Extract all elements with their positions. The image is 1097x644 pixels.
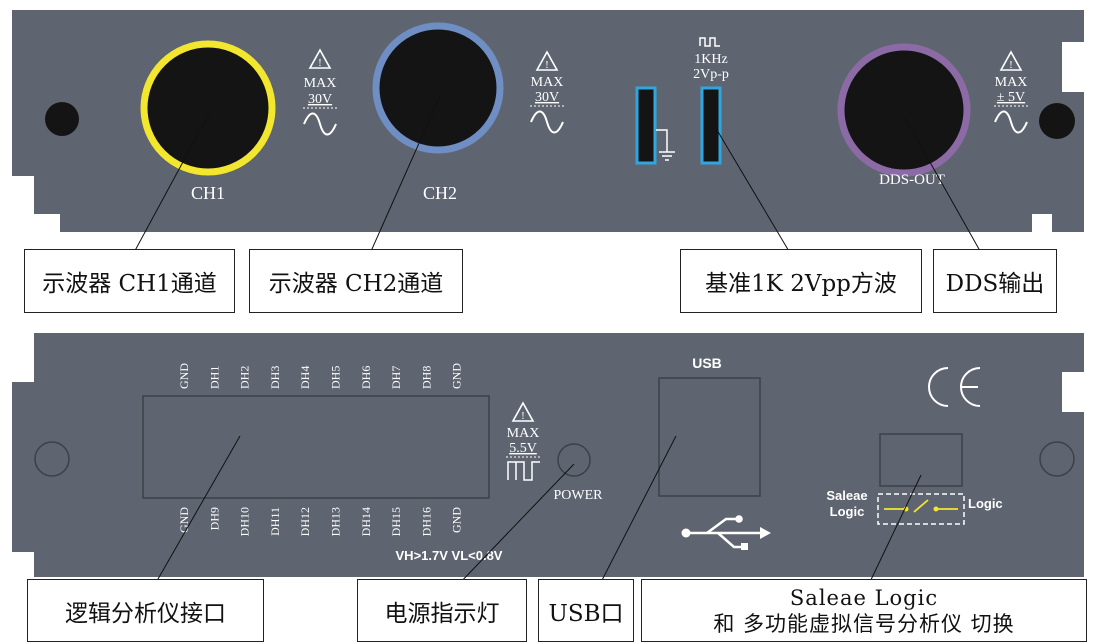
usb-icon: [681, 515, 771, 550]
back-panel-plate: [12, 333, 1084, 577]
front-mount-hole-left: [45, 102, 79, 136]
svg-text:!: !: [318, 57, 322, 69]
pin-label-gnd: GND: [177, 507, 191, 533]
ground-port[interactable]: [635, 86, 657, 165]
logic-square-wave-icon: [507, 461, 540, 481]
callout-switch-line2: 和 多功能虚拟信号分析仪 切换: [713, 611, 1015, 636]
callout-switch-line1: Saleae Logic: [789, 585, 939, 610]
pin-labels-top: GND DH1 DH2 DH3 DH4 DH5 DH6 DH7 DH8 GND: [177, 363, 464, 389]
svg-text:!: !: [545, 59, 549, 71]
logic-analyzer-header[interactable]: [142, 395, 490, 499]
pin-label-gnd: GND: [450, 363, 464, 389]
callout-ref-signal: 基准1K 2Vpp方波: [680, 249, 922, 313]
back-mount-hole-right: [1039, 441, 1075, 477]
pin-labels-bottom: GND DH9 DH10 DH11 DH12 DH13 DH14 DH15 DH16 GND: [177, 507, 464, 537]
logic-max-label: MAX: [507, 426, 540, 441]
logic-warning-icon: !: [511, 401, 535, 422]
voltage-levels: VH>1.7V VL<0.8V: [396, 548, 503, 563]
ch1-max-label: MAX: [304, 76, 337, 91]
dds-out-label: DDS-OUT: [879, 172, 945, 188]
pin-label-dh7: DH7: [389, 366, 403, 389]
power-label: POWER: [554, 488, 604, 503]
pin-label-gnd: GND: [450, 507, 464, 533]
ref-amplitude: 2Vp-p: [693, 67, 729, 82]
square-wave-icon: [699, 37, 720, 47]
ch2-warning-icon: !: [535, 50, 559, 71]
switch-icon: [877, 493, 965, 525]
mode-switch[interactable]: [879, 433, 963, 487]
svg-text:!: !: [1009, 59, 1013, 71]
pin-label-dh10: DH10: [238, 507, 252, 536]
pin-label-dh12: DH12: [298, 507, 312, 536]
front-mount-hole-right: [1039, 103, 1075, 139]
ce-mark-icon: [928, 367, 981, 407]
ch1-connector[interactable]: [140, 40, 276, 176]
pin-label-dh9: DH9: [207, 507, 221, 530]
ch1-warning-icon: !: [308, 48, 332, 69]
dds-warning-icon: !: [999, 50, 1023, 71]
ch1-label: CH1: [191, 183, 225, 203]
ch2-label: CH2: [423, 183, 457, 203]
pin-label-dh5: DH5: [329, 366, 343, 389]
usb-label: USB: [692, 355, 722, 371]
pin-label-dh8: DH8: [419, 366, 433, 389]
ref-signal-port[interactable]: [700, 86, 722, 165]
callout-usb: USB口: [538, 579, 634, 642]
ch1-max-voltage: 30V: [308, 92, 332, 107]
pin-label-dh6: DH6: [359, 366, 373, 389]
pin-label-dh3: DH3: [268, 366, 282, 389]
ch2-max-label: MAX: [531, 75, 564, 90]
switch-right-label: Logic: [968, 496, 1003, 511]
callout-ch1: 示波器 CH1通道: [24, 249, 235, 313]
switch-left-line1: Saleae: [826, 488, 867, 503]
pin-label-dh14: DH14: [359, 507, 373, 536]
pin-label-dh13: DH13: [329, 507, 343, 536]
pin-label-dh1: DH1: [207, 366, 221, 389]
callout-logic-analyzer: 逻辑分析仪接口: [27, 579, 264, 642]
callout-power-led: 电源指示灯: [357, 579, 527, 642]
ref-frequency: 1KHz: [694, 52, 727, 67]
dds-out-connector[interactable]: [837, 43, 971, 177]
power-led: [557, 443, 591, 477]
switch-left-line2: Logic: [830, 504, 865, 519]
leader-lines: [130, 95, 985, 587]
back-mount-hole-left: [34, 441, 70, 477]
dds-max-label: MAX: [995, 75, 1028, 90]
pin-label-dh15: DH15: [389, 507, 403, 536]
callout-mode-switch: Saleae Logic 和 多功能虚拟信号分析仪 切换: [641, 579, 1087, 642]
pin-label-dh4: DH4: [298, 366, 312, 389]
pin-label-dh2: DH2: [238, 366, 252, 389]
pin-label-gnd: GND: [177, 363, 191, 389]
logic-max-voltage: 5.5V: [509, 441, 537, 456]
ch2-connector[interactable]: [372, 22, 504, 154]
ground-icon: [656, 129, 675, 161]
front-panel-plate: [12, 10, 1084, 232]
dds-max-voltage: ± 5V: [997, 90, 1025, 105]
ch1-ac-wave-icon: [303, 112, 337, 136]
ch2-ac-wave-icon: [530, 110, 564, 134]
pin-label-dh16: DH16: [419, 507, 433, 536]
pin-label-dh11: DH11: [268, 507, 282, 536]
callout-dds-output: DDS输出: [933, 249, 1057, 313]
usb-port[interactable]: [658, 377, 761, 497]
ch2-max-voltage: 30V: [535, 90, 559, 105]
svg-text:!: !: [521, 410, 525, 422]
callout-ch2: 示波器 CH2通道: [249, 249, 463, 313]
dds-ac-wave-icon: [994, 110, 1028, 134]
